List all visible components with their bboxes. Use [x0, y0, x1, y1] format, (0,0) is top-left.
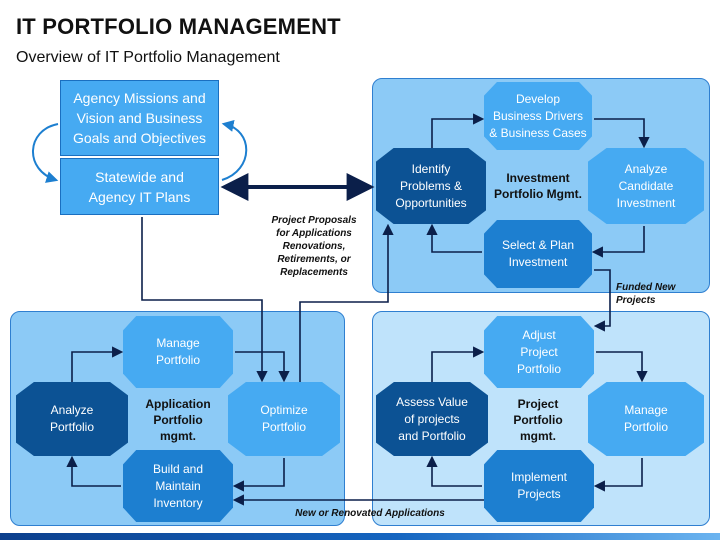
page-title: IT PORTFOLIO MANAGEMENT	[16, 14, 341, 39]
funded-new-projects-note: Funded New Projects	[616, 282, 676, 306]
project-center-label: Project Portfolio mgmt.	[513, 397, 563, 443]
loop-arrow-left	[32, 123, 59, 183]
proj-manage-portfolio-box: Manage Portfolio	[588, 382, 704, 456]
inv-arrow-develop-analyze	[594, 118, 650, 149]
app-arrow-analyze-manage	[71, 346, 124, 382]
implement-projects-box: Implement Projects	[484, 450, 594, 522]
application-center-label: Application Portfolio mgmt.	[145, 397, 211, 443]
agency-goals-box: Agency Missions and Vision and Business …	[60, 80, 219, 156]
select-plan-investment-box: Select & Plan Investment	[484, 220, 592, 288]
proj-arrow-implement-assess	[426, 455, 482, 487]
identify-problems-box: Identify Problems & Opportunities	[376, 148, 486, 224]
proj-arrow-adjust-manage	[596, 351, 648, 383]
it-plans-box: Statewide and Agency IT Plans	[60, 158, 219, 215]
develop-business-drivers-box: Develop Business Drivers & Business Case…	[484, 82, 592, 150]
funded-projects-arrow	[593, 269, 611, 332]
loop-arrow-right	[221, 120, 248, 181]
optimize-to-identify-arrow	[299, 223, 394, 382]
page-subtitle: Overview of IT Portfolio Management	[16, 49, 280, 66]
app-optimize-portfolio-box: Optimize Portfolio	[228, 382, 340, 456]
app-manage-portfolio-box: Manage Portfolio	[123, 316, 233, 388]
analyze-candidate-box: Analyze Candidate Investment	[588, 148, 704, 224]
inv-arrow-analyze-select	[591, 226, 645, 258]
investment-center-label: Investment Portfolio Mgmt.	[494, 171, 582, 201]
proj-arrow-manage-implement	[593, 458, 643, 492]
plans-to-optimize-arrow	[141, 217, 268, 383]
app-analyze-portfolio-box: Analyze Portfolio	[16, 382, 128, 456]
inv-arrow-select-identify	[426, 223, 482, 253]
assess-value-box: Assess Value of projects and Portfolio	[376, 382, 488, 456]
proj-arrow-assess-adjust	[431, 346, 485, 382]
inv-arrow-identify-develop	[431, 113, 485, 148]
app-arrow-optimize-build	[232, 458, 285, 492]
build-maintain-inventory-box: Build and Maintain Inventory	[123, 450, 233, 522]
app-arrow-manage-optimize	[235, 351, 290, 383]
project-proposals-note: Project Proposals for Applications Renov…	[271, 215, 357, 278]
new-renovated-applications-note: New or Renovated Applications	[295, 508, 445, 519]
adjust-project-portfolio-box: Adjust Project Portfolio	[484, 316, 594, 388]
bottom-accent-bar	[0, 533, 720, 540]
app-arrow-build-analyze	[66, 455, 121, 487]
